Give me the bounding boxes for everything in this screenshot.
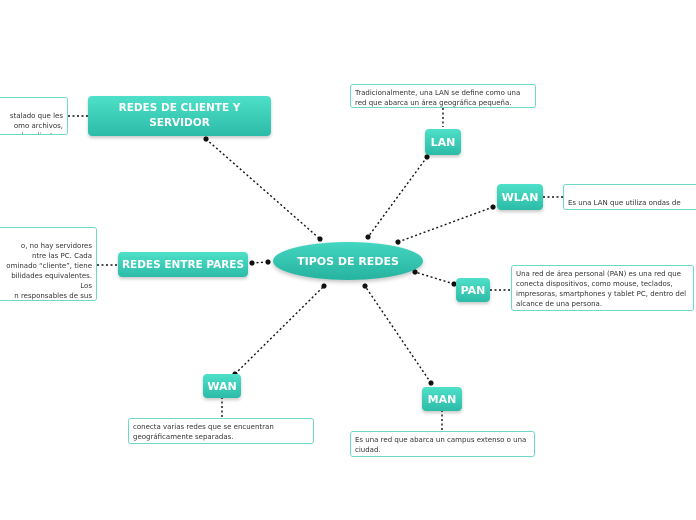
note-wlan: Es una LAN que utiliza ondas de radio tr… <box>563 184 696 210</box>
connector-dot <box>490 204 496 210</box>
connector-dot <box>365 234 371 240</box>
topic-wlan[interactable]: WLAN <box>497 184 543 210</box>
note-cliente-servidor: stalado que les omo archivos, a los clie… <box>0 97 68 135</box>
central-topic-tipos-de-redes[interactable]: TIPOS DE REDES <box>273 242 423 280</box>
note-pan: Una red de área personal (PAN) es una re… <box>511 265 694 311</box>
central-topic-label: TIPOS DE REDES <box>297 254 399 268</box>
connector-dot <box>395 239 401 245</box>
note-entre-pares: o, no hay servidores ntre las PC. Cada o… <box>0 227 97 301</box>
topic-label: PAN <box>460 283 486 297</box>
topic-lan[interactable]: LAN <box>425 129 461 155</box>
note-text: Es una LAN que utiliza ondas de radio tr… <box>568 199 681 207</box>
connector-dot <box>317 236 323 242</box>
connector-man <box>364 285 432 384</box>
note-text: Tradicionalmente, una LAN se define como… <box>355 89 521 107</box>
topic-redes-cliente-servidor[interactable]: REDES DE CLIENTE Y SERVIDOR <box>88 96 271 136</box>
topic-label: REDES ENTRE PARES <box>121 258 245 271</box>
topic-label: REDES DE CLIENTE Y SERVIDOR <box>118 102 241 129</box>
note-man: Es una red que abarca un campus extenso … <box>350 431 535 457</box>
connector-wlan <box>397 206 494 243</box>
note-lan: Tradicionalmente, una LAN se define como… <box>350 84 536 108</box>
connector-dot <box>203 136 209 142</box>
note-text: stalado que les omo archivos, a los clie… <box>9 112 63 134</box>
connector-dot <box>428 380 434 386</box>
connector-dot <box>362 283 368 289</box>
note-wan: conecta varias redes que se encuentran g… <box>128 418 314 444</box>
connector-dot <box>265 259 271 265</box>
topic-wan[interactable]: WAN <box>203 374 241 398</box>
topic-label: WAN <box>207 379 237 393</box>
connector-dot <box>451 281 457 287</box>
connector-lan <box>367 156 428 238</box>
connector-pan <box>414 271 455 285</box>
note-text: Es una red que abarca un campus extenso … <box>355 436 527 454</box>
topic-label: WLAN <box>501 190 539 204</box>
connector-dot <box>424 154 430 160</box>
topic-pan[interactable]: PAN <box>456 278 490 302</box>
note-text: o, no hay servidores ntre las PC. Cada o… <box>6 242 92 300</box>
connector-cliente-servidor <box>205 138 321 240</box>
connector-wan <box>234 285 325 375</box>
topic-man[interactable]: MAN <box>422 387 462 411</box>
note-text: Una red de área personal (PAN) es una re… <box>516 270 687 308</box>
topic-redes-entre-pares[interactable]: REDES ENTRE PARES <box>118 252 248 277</box>
topic-label: LAN <box>430 135 456 149</box>
connector-dot <box>321 283 327 289</box>
topic-label: MAN <box>427 392 457 406</box>
connector-dot <box>249 260 255 266</box>
connector-dot <box>412 269 418 275</box>
note-text: conecta varias redes que se encuentran g… <box>133 423 274 441</box>
